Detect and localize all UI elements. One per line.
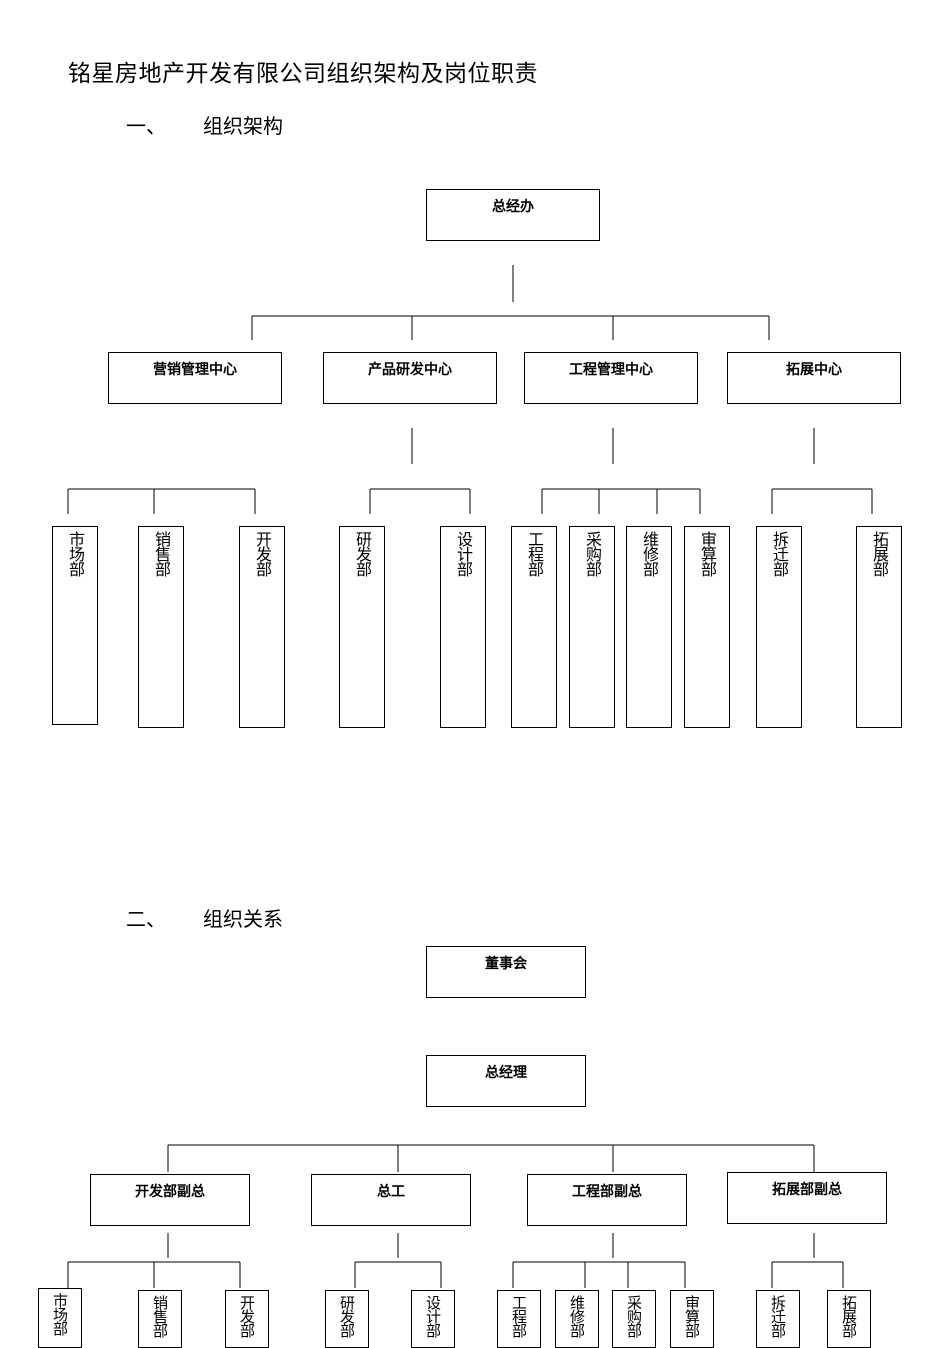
dept-label: 拆迁部	[769, 1295, 787, 1337]
dept-box-expansion: 拓展部	[856, 526, 902, 728]
deputy-box-expansion: 拓展部副总	[727, 1172, 887, 1224]
dept-box-procurement: 采购部	[569, 526, 615, 728]
dept-label: 维修部	[640, 531, 659, 576]
center-box-product-rd: 产品研发中心	[323, 352, 497, 404]
section-1-title: 组织架构	[203, 114, 283, 138]
center-box-marketing: 营销管理中心	[108, 352, 282, 404]
section-1-number: 一、	[126, 114, 166, 138]
dept-label: 审算部	[698, 531, 717, 576]
dept-label: 采购部	[625, 1295, 643, 1337]
dept-label: 拓展部	[840, 1295, 858, 1337]
dept-box-market: 市场部	[52, 526, 98, 725]
dept-label: 开发部	[253, 531, 272, 576]
dept-label: 拆迁部	[770, 531, 789, 576]
section-2-number: 二、	[126, 907, 166, 931]
rel-dept-box-engineering: 工程部	[497, 1290, 541, 1348]
rel-dept-box-research: 研发部	[325, 1290, 369, 1348]
section-2-title: 组织关系	[203, 907, 283, 931]
dept-box-sales: 销售部	[138, 526, 184, 728]
board-box: 董事会	[426, 946, 586, 998]
dept-label: 研发部	[338, 1295, 356, 1337]
dept-label: 开发部	[238, 1295, 256, 1337]
dept-label: 采购部	[583, 531, 602, 576]
dept-label: 市场部	[66, 531, 85, 576]
dept-label: 市场部	[51, 1293, 69, 1335]
dept-box-demolition: 拆迁部	[756, 526, 802, 728]
deputy-box-development: 开发部副总	[90, 1174, 250, 1226]
rel-dept-box-demolition: 拆迁部	[756, 1290, 800, 1348]
rel-dept-box-procurement: 采购部	[612, 1290, 656, 1348]
dept-label: 工程部	[510, 1295, 528, 1337]
rel-dept-box-audit: 审算部	[670, 1290, 714, 1348]
rel-dept-box-market: 市场部	[38, 1288, 82, 1348]
dept-box-design: 设计部	[440, 526, 486, 728]
dept-label: 工程部	[525, 531, 544, 576]
rel-dept-box-expansion: 拓展部	[827, 1290, 871, 1348]
general-manager-box: 总经理	[426, 1055, 586, 1107]
dept-box-maintenance: 维修部	[626, 526, 672, 728]
document-title: 铭星房地产开发有限公司组织架构及岗位职责	[68, 61, 538, 87]
dept-box-research: 研发部	[339, 526, 385, 728]
deputy-box-chief-engineer: 总工	[311, 1174, 471, 1226]
dept-label: 审算部	[683, 1295, 701, 1337]
dept-label: 研发部	[353, 531, 372, 576]
rel-dept-box-development: 开发部	[225, 1290, 269, 1348]
center-box-engineering: 工程管理中心	[524, 352, 698, 404]
dept-label: 维修部	[568, 1295, 586, 1337]
dept-label: 销售部	[152, 531, 171, 576]
dept-box-engineering: 工程部	[511, 526, 557, 728]
org-box-top: 总经办	[426, 189, 600, 241]
dept-label: 设计部	[454, 531, 473, 576]
dept-box-development: 开发部	[239, 526, 285, 728]
dept-box-audit: 审算部	[684, 526, 730, 728]
dept-label: 拓展部	[870, 531, 889, 576]
dept-label: 销售部	[151, 1295, 169, 1337]
rel-dept-box-design: 设计部	[411, 1290, 455, 1348]
rel-dept-box-maintenance: 维修部	[555, 1290, 599, 1348]
dept-label: 设计部	[424, 1295, 442, 1337]
deputy-box-engineering: 工程部副总	[527, 1174, 687, 1226]
center-box-expansion: 拓展中心	[727, 352, 901, 404]
rel-dept-box-sales: 销售部	[138, 1290, 182, 1348]
